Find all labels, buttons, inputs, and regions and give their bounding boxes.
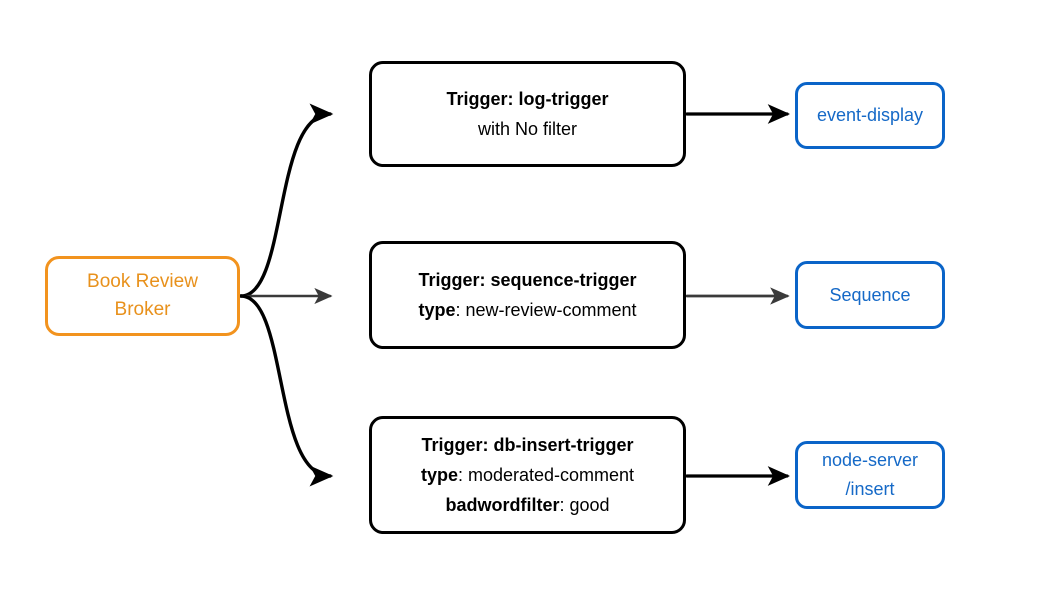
db-insert-trigger-type-value: : moderated-comment bbox=[457, 465, 635, 485]
log-trigger-title: Trigger: log-trigger bbox=[446, 89, 609, 109]
node-book-review-broker[interactable]: Book Review Broker bbox=[45, 256, 240, 336]
node-target-sequence[interactable]: Sequence bbox=[795, 261, 945, 329]
log-trigger-filter: with No filter bbox=[477, 119, 578, 139]
edge-broker-to-db-insert-trigger bbox=[239, 294, 334, 487]
broker-label-line-1: Book Review bbox=[87, 271, 198, 292]
db-insert-trigger-badwordfilter-key: badwordfilter bbox=[445, 495, 560, 515]
sequence-trigger-type-value: : new-review-comment bbox=[455, 300, 637, 320]
node-server-label-line-1: node-server bbox=[821, 450, 919, 470]
db-insert-trigger-title: Trigger: db-insert-trigger bbox=[421, 435, 634, 455]
sequence-trigger-title: Trigger: sequence-trigger bbox=[418, 270, 637, 290]
node-trigger-log-trigger[interactable]: Trigger: log-trigger with No filter bbox=[369, 61, 686, 167]
broker-label-line-2: Broker bbox=[114, 299, 171, 320]
sequence-trigger-type-key: type bbox=[418, 300, 456, 320]
db-insert-trigger-badwordfilter: badwordfilter: good bbox=[445, 490, 609, 520]
db-insert-trigger-type-key: type bbox=[420, 465, 458, 485]
node-target-event-display[interactable]: event-display bbox=[795, 82, 945, 149]
sequence-trigger-type: type: new-review-comment bbox=[418, 295, 636, 325]
sequence-label: Sequence bbox=[829, 284, 911, 305]
node-server-label-line-2: /insert bbox=[845, 479, 895, 499]
node-target-node-server-insert[interactable]: node-server /insert bbox=[795, 441, 945, 509]
node-trigger-db-insert-trigger[interactable]: Trigger: db-insert-trigger type: moderat… bbox=[369, 416, 686, 534]
event-display-label: event-display bbox=[816, 105, 924, 125]
db-insert-trigger-type: type: moderated-comment bbox=[421, 460, 634, 490]
db-insert-trigger-badwordfilter-value: : good bbox=[559, 495, 610, 515]
edge-broker-to-log-trigger bbox=[239, 103, 334, 298]
node-trigger-sequence-trigger[interactable]: Trigger: sequence-trigger type: new-revi… bbox=[369, 241, 686, 349]
